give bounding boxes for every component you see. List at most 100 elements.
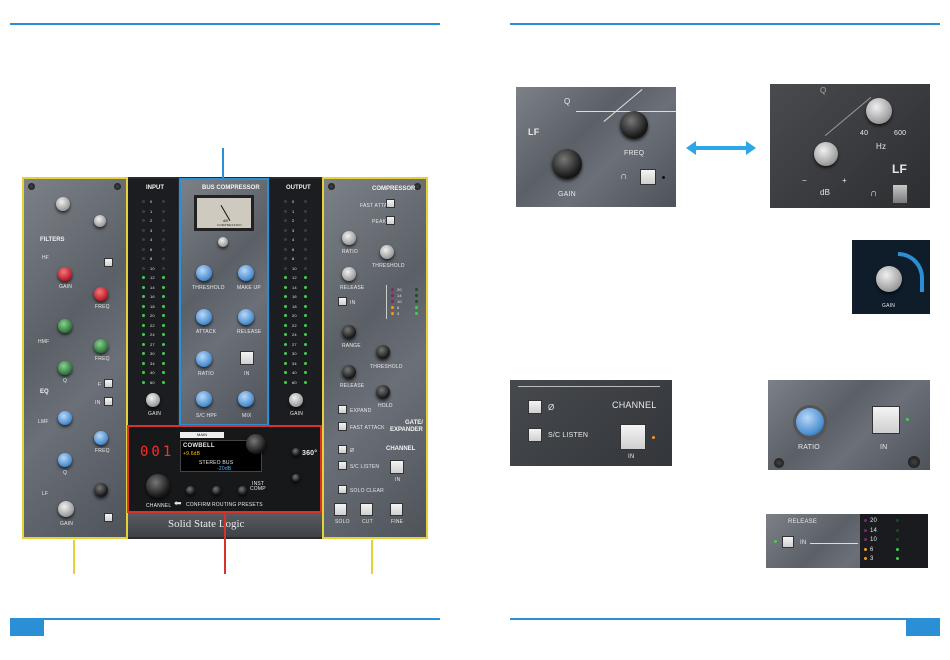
vintage-bell-button[interactable] xyxy=(892,184,908,204)
bus-schpf-knob[interactable] xyxy=(196,391,212,407)
gate-threshold-knob[interactable] xyxy=(376,345,390,359)
bus-attack-knob[interactable] xyxy=(196,309,212,325)
vu-reset-knob[interactable] xyxy=(218,237,228,247)
bus-ratio-knob[interactable] xyxy=(196,351,212,367)
meter-led xyxy=(142,323,145,327)
channel-encoder[interactable] xyxy=(146,474,170,498)
cut-button[interactable] xyxy=(360,503,373,516)
meter-scale-label: 8 xyxy=(292,256,295,261)
output-gain-knob[interactable] xyxy=(289,393,303,407)
gate-hold-knob[interactable] xyxy=(376,385,390,399)
input-gain-knob[interactable] xyxy=(146,393,160,407)
lmf-gain-knob[interactable] xyxy=(58,411,72,425)
meter-scale-label: 6 xyxy=(292,246,295,252)
gate-range-knob[interactable] xyxy=(342,325,356,339)
presets-knob[interactable] xyxy=(238,486,247,495)
zoom-freq-knob[interactable] xyxy=(620,111,648,139)
peak-button[interactable] xyxy=(386,216,395,225)
gr-scale-label: 10 xyxy=(397,299,402,304)
channel-in-button[interactable] xyxy=(390,460,404,474)
expand-label: EXPAND xyxy=(350,408,372,414)
comp-in-button[interactable] xyxy=(338,297,347,306)
bus-mix-knob[interactable] xyxy=(238,391,254,407)
zoom-bell-button[interactable] xyxy=(640,169,656,185)
gr-led-green xyxy=(896,547,899,551)
meter-led xyxy=(284,295,287,298)
zoom-ratio-in-button[interactable] xyxy=(872,406,900,434)
solo-clear-button[interactable] xyxy=(338,485,347,494)
meter-led xyxy=(142,380,145,384)
lmf-freq-knob[interactable] xyxy=(94,431,108,445)
gate-release-knob[interactable] xyxy=(342,365,356,379)
meter-led xyxy=(162,342,165,346)
meter-scale-label: 0 xyxy=(150,199,153,204)
expand-button[interactable] xyxy=(338,405,347,414)
meter-led xyxy=(162,285,165,289)
sc-listen-button[interactable] xyxy=(338,461,347,470)
zoom-sc-listen-button[interactable] xyxy=(528,428,542,442)
lmf-label: LMF xyxy=(38,419,49,425)
gr-scale-label: 6 xyxy=(397,305,400,310)
meter-led xyxy=(284,266,287,270)
zoom-release-in-button[interactable] xyxy=(782,536,794,548)
comp-threshold-knob[interactable] xyxy=(380,245,394,259)
meter-led xyxy=(162,257,165,260)
meter-scale-label: 40 xyxy=(150,370,155,375)
hf-bell-button[interactable] xyxy=(104,258,113,267)
lf-freq-knob[interactable] xyxy=(94,483,108,497)
screw xyxy=(414,183,421,190)
gain-illustration-knob[interactable] xyxy=(876,266,902,292)
vintage-gain-knob[interactable] xyxy=(814,142,838,166)
fine-button[interactable] xyxy=(390,503,403,516)
bus-release-knob[interactable] xyxy=(238,309,254,325)
hmf-gain-knob[interactable] xyxy=(58,319,72,333)
hmf-q-knob[interactable] xyxy=(58,361,72,375)
meter-led xyxy=(284,333,287,336)
eq-f-button[interactable] xyxy=(104,379,113,388)
meter-led xyxy=(304,380,307,384)
comp-ratio-knob[interactable] xyxy=(342,231,356,245)
mini-knob-b[interactable] xyxy=(292,474,300,482)
vintage-freq-knob[interactable] xyxy=(866,98,892,124)
eq-f-label: F xyxy=(98,382,102,388)
eq-highlight xyxy=(22,177,128,539)
fast-attack-button[interactable] xyxy=(386,199,395,208)
mini-knob-a[interactable] xyxy=(292,448,300,456)
bus-in-label: IN xyxy=(244,371,250,377)
hmf-freq-knob[interactable] xyxy=(94,339,108,353)
lcd-gain-a: +9.6dB xyxy=(183,451,201,457)
meter-led xyxy=(304,371,307,374)
bus-in-button[interactable] xyxy=(240,351,254,365)
zoom-ratio-knob[interactable] xyxy=(796,408,824,436)
lf-gain-knob[interactable] xyxy=(58,501,74,517)
eq-in-button[interactable] xyxy=(104,397,113,406)
assign-encoder[interactable] xyxy=(246,434,266,454)
lmf-q-label: Q xyxy=(63,470,68,476)
gr-led-green xyxy=(896,557,899,560)
routing-knob[interactable] xyxy=(212,486,221,495)
lpf-knob[interactable] xyxy=(94,215,106,227)
gate-fast-attack-button[interactable] xyxy=(338,422,347,431)
phase-button[interactable] xyxy=(338,445,347,454)
lmf-q-knob[interactable] xyxy=(58,453,72,467)
hf-gain-knob[interactable] xyxy=(58,267,72,281)
zoom-phase-button[interactable] xyxy=(528,400,542,414)
bus-makeup-knob[interactable] xyxy=(238,265,254,281)
back-arrow-icon[interactable]: ⬅ xyxy=(174,498,182,508)
solo-button[interactable] xyxy=(334,503,347,516)
meter-led xyxy=(142,238,145,241)
comp-release-knob[interactable] xyxy=(342,267,356,281)
solo-label: SOLO xyxy=(335,519,350,525)
zoom-gain-knob[interactable] xyxy=(552,149,582,179)
gr-led xyxy=(864,528,867,532)
gr-led xyxy=(391,306,394,309)
confirm-knob[interactable] xyxy=(186,486,195,495)
zoom-channel-in-button[interactable] xyxy=(620,424,646,450)
gr-led-green xyxy=(415,300,418,303)
hpf-knob[interactable] xyxy=(56,197,70,211)
bus-threshold-knob[interactable] xyxy=(196,265,212,281)
lf-bell-button[interactable] xyxy=(104,513,113,522)
hf-freq-knob[interactable] xyxy=(94,287,108,301)
